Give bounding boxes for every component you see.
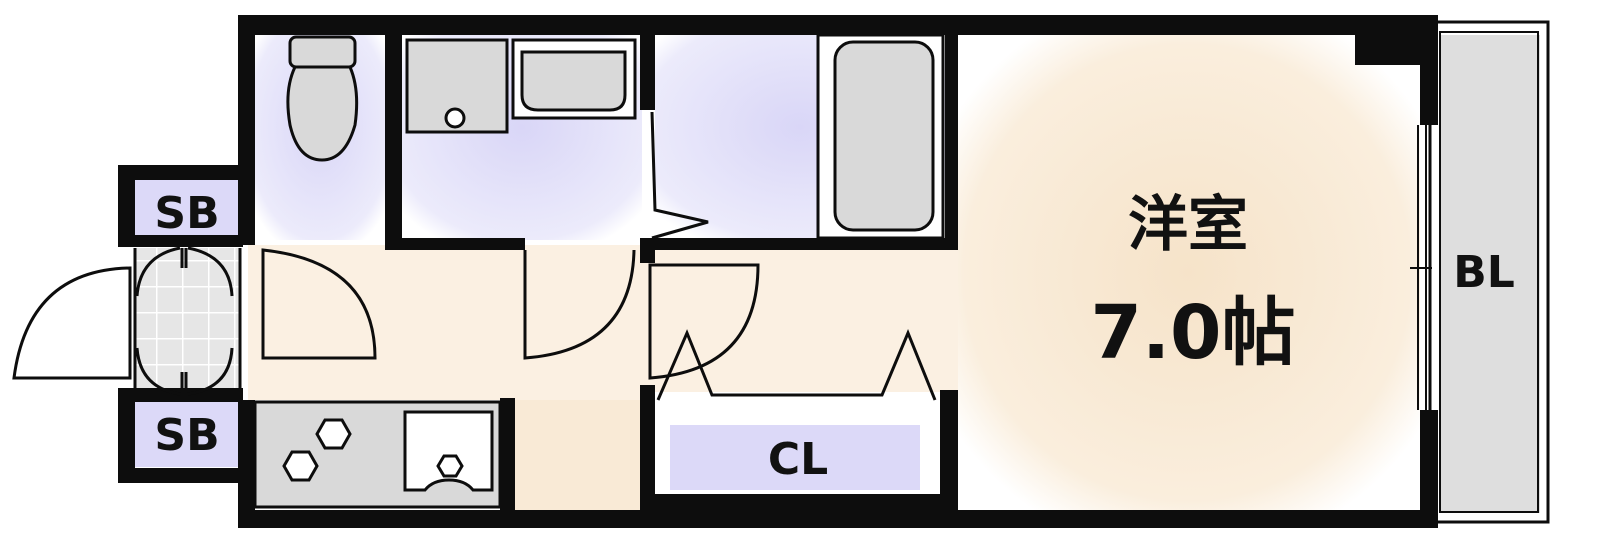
doors	[12, 246, 760, 398]
toilet-door	[261, 248, 377, 360]
closet-label: CL	[768, 434, 828, 485]
shoebox-bottom-label: SB	[154, 410, 219, 461]
sliding-window	[1410, 125, 1432, 410]
balcony	[1428, 20, 1550, 524]
drain-icon	[444, 107, 466, 129]
stove-burner-icon	[315, 418, 352, 450]
kitchen-floor	[515, 400, 640, 510]
balcony-floor	[1440, 35, 1540, 513]
shoebox-bottom-floor	[135, 402, 240, 467]
kitchen-counter	[253, 400, 502, 509]
bathtub	[816, 33, 945, 240]
main-room-size: 7.0帖	[1090, 290, 1295, 376]
toilet-fixture	[286, 35, 359, 162]
bathroom-folding-door	[650, 111, 709, 240]
balcony-label: BL	[1453, 247, 1515, 298]
entrance-door	[12, 266, 132, 380]
washroom-fixtures	[405, 38, 637, 134]
stove-burner-icon	[282, 450, 319, 482]
kitchen-sink	[403, 410, 494, 492]
washroom-door	[523, 249, 636, 360]
main-room-floor	[955, 35, 1420, 510]
shoebox-top-floor	[135, 180, 240, 235]
closet-folding-doors	[656, 329, 937, 401]
hallway-floor	[248, 245, 958, 400]
bathroom-door	[648, 263, 760, 380]
sink-drain-icon	[436, 454, 464, 478]
shoebox-top-label: SB	[154, 188, 219, 239]
closet-floor	[670, 425, 920, 490]
main-room-name: 洋室	[1128, 190, 1248, 260]
